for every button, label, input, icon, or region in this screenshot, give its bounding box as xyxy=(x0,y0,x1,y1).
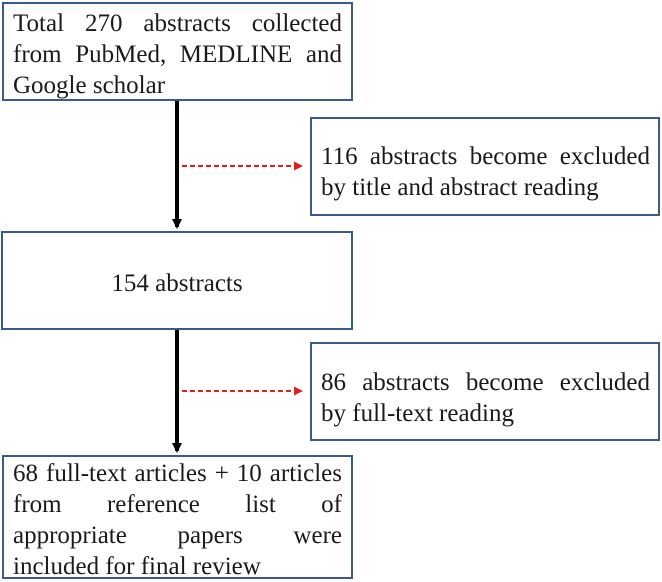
step-text-screened: 154 abstracts xyxy=(111,270,243,297)
exclusion-text-title-abstract: 116 abstracts become excluded by title a… xyxy=(321,143,650,201)
exclusion-text-full-text: 86 abstracts become excluded by full-tex… xyxy=(321,369,650,427)
step-box-included: 68 full-text articles + 10 articles from… xyxy=(2,455,353,580)
step-text-collected: Total 270 abstracts collected from PubMe… xyxy=(13,10,342,99)
step-box-screened: 154 abstracts xyxy=(1,231,353,330)
step-text-included: 68 full-text articles + 10 articles from… xyxy=(13,460,342,580)
exclusion-box-full-text: 86 abstracts become excluded by full-tex… xyxy=(310,342,660,441)
exclusion-box-title-abstract: 116 abstracts become excluded by title a… xyxy=(310,117,660,216)
step-box-collected: Total 270 abstracts collected from PubMe… xyxy=(2,2,353,101)
